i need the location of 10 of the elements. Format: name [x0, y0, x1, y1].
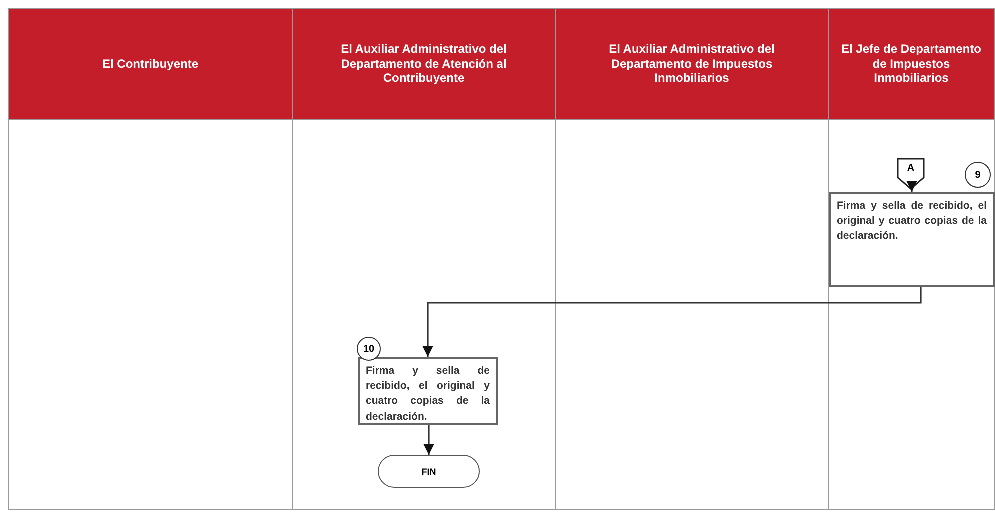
- lane-header: El Jefe de Departamento de Impuestos Inmobiliarios: [828, 8, 995, 120]
- arrow: [422, 287, 922, 357]
- process-box: Firma y sella de recibido, el original y cuatro copias de la declaración.: [829, 192, 995, 287]
- lane-header: El Auxiliar Administrativo del Departamento de Impuestos Inmobiliarios: [555, 8, 829, 120]
- arrow: [906, 180, 918, 192]
- terminator: FIN: [378, 455, 480, 488]
- lane-header: El Contribuyente: [8, 8, 293, 120]
- lane-header: El Auxiliar Administrativo del Departamento de Atención al Contribuyente: [292, 8, 556, 120]
- arrow: [423, 425, 435, 455]
- process-box: Firma y sella de recibido, el original y cuatro copias de la declaración.: [358, 357, 498, 425]
